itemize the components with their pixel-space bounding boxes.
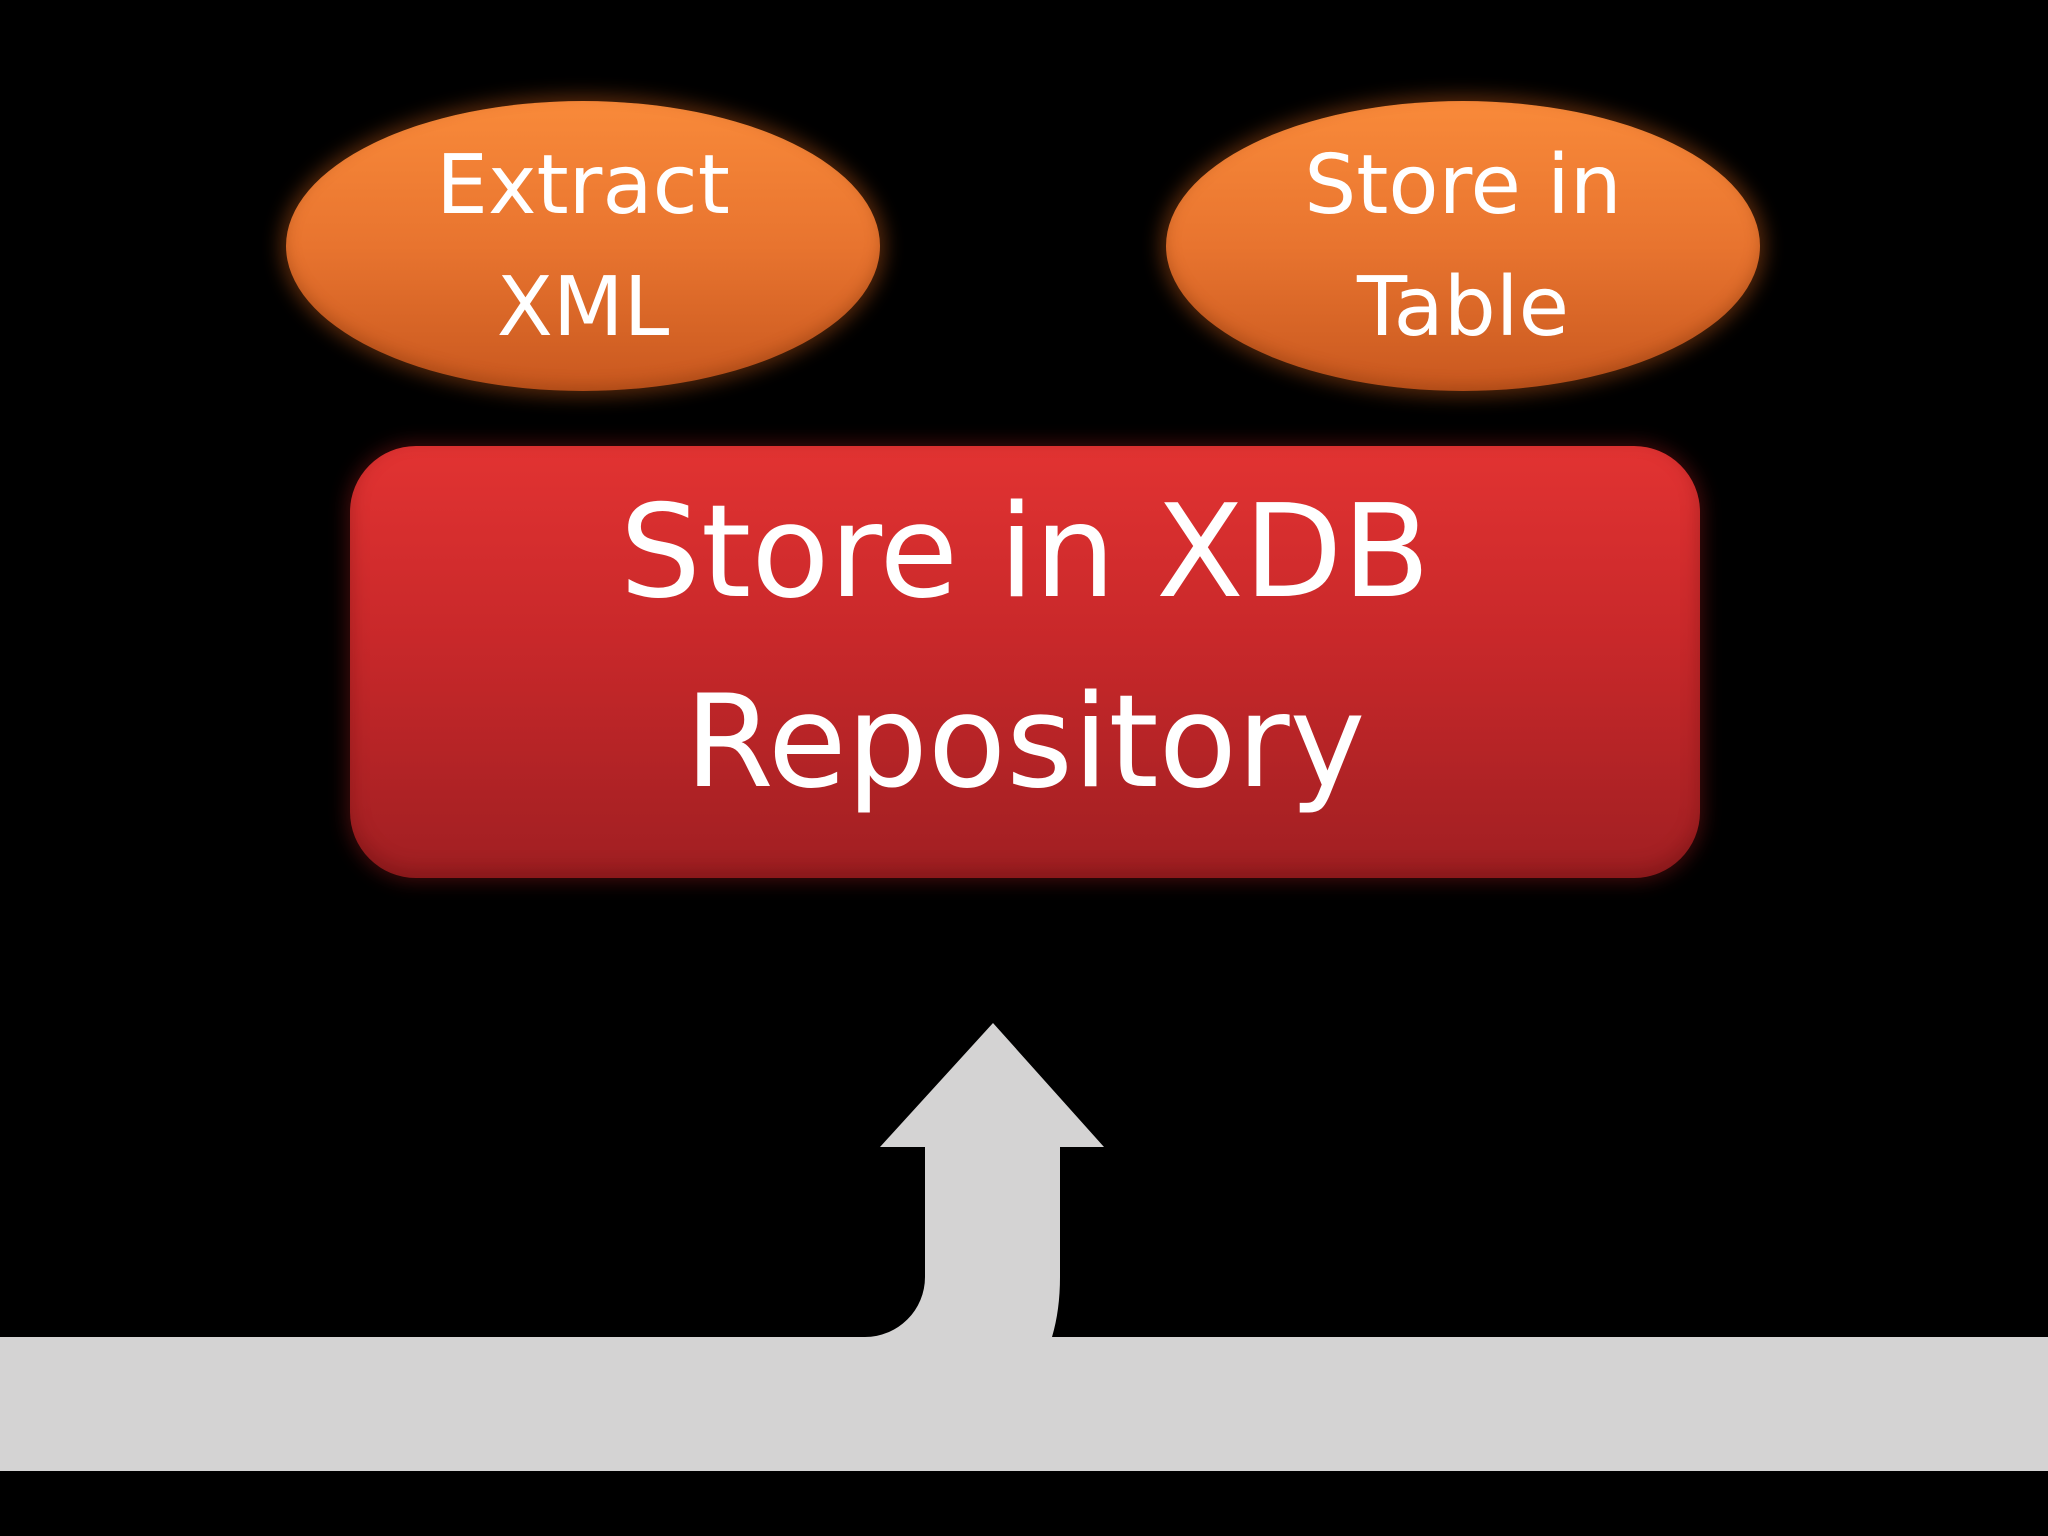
store-in-xdb-repository-node: Store in XDB Repository <box>350 446 1700 878</box>
extract-xml-node: Extract XML <box>286 101 880 391</box>
store-in-xdb-label-line-2: Repository <box>684 668 1366 817</box>
flow-arrow-shape <box>0 1023 2048 1471</box>
store-in-table-label-line-1: Store in <box>1304 138 1622 233</box>
store-in-table-node: Store in Table <box>1166 101 1760 391</box>
store-in-table-label-line-2: Table <box>1356 260 1570 355</box>
extract-xml-label-line-2: XML <box>496 260 670 355</box>
store-in-xdb-label-line-1: Store in XDB <box>619 478 1431 627</box>
extract-xml-label-line-1: Extract <box>436 138 730 233</box>
